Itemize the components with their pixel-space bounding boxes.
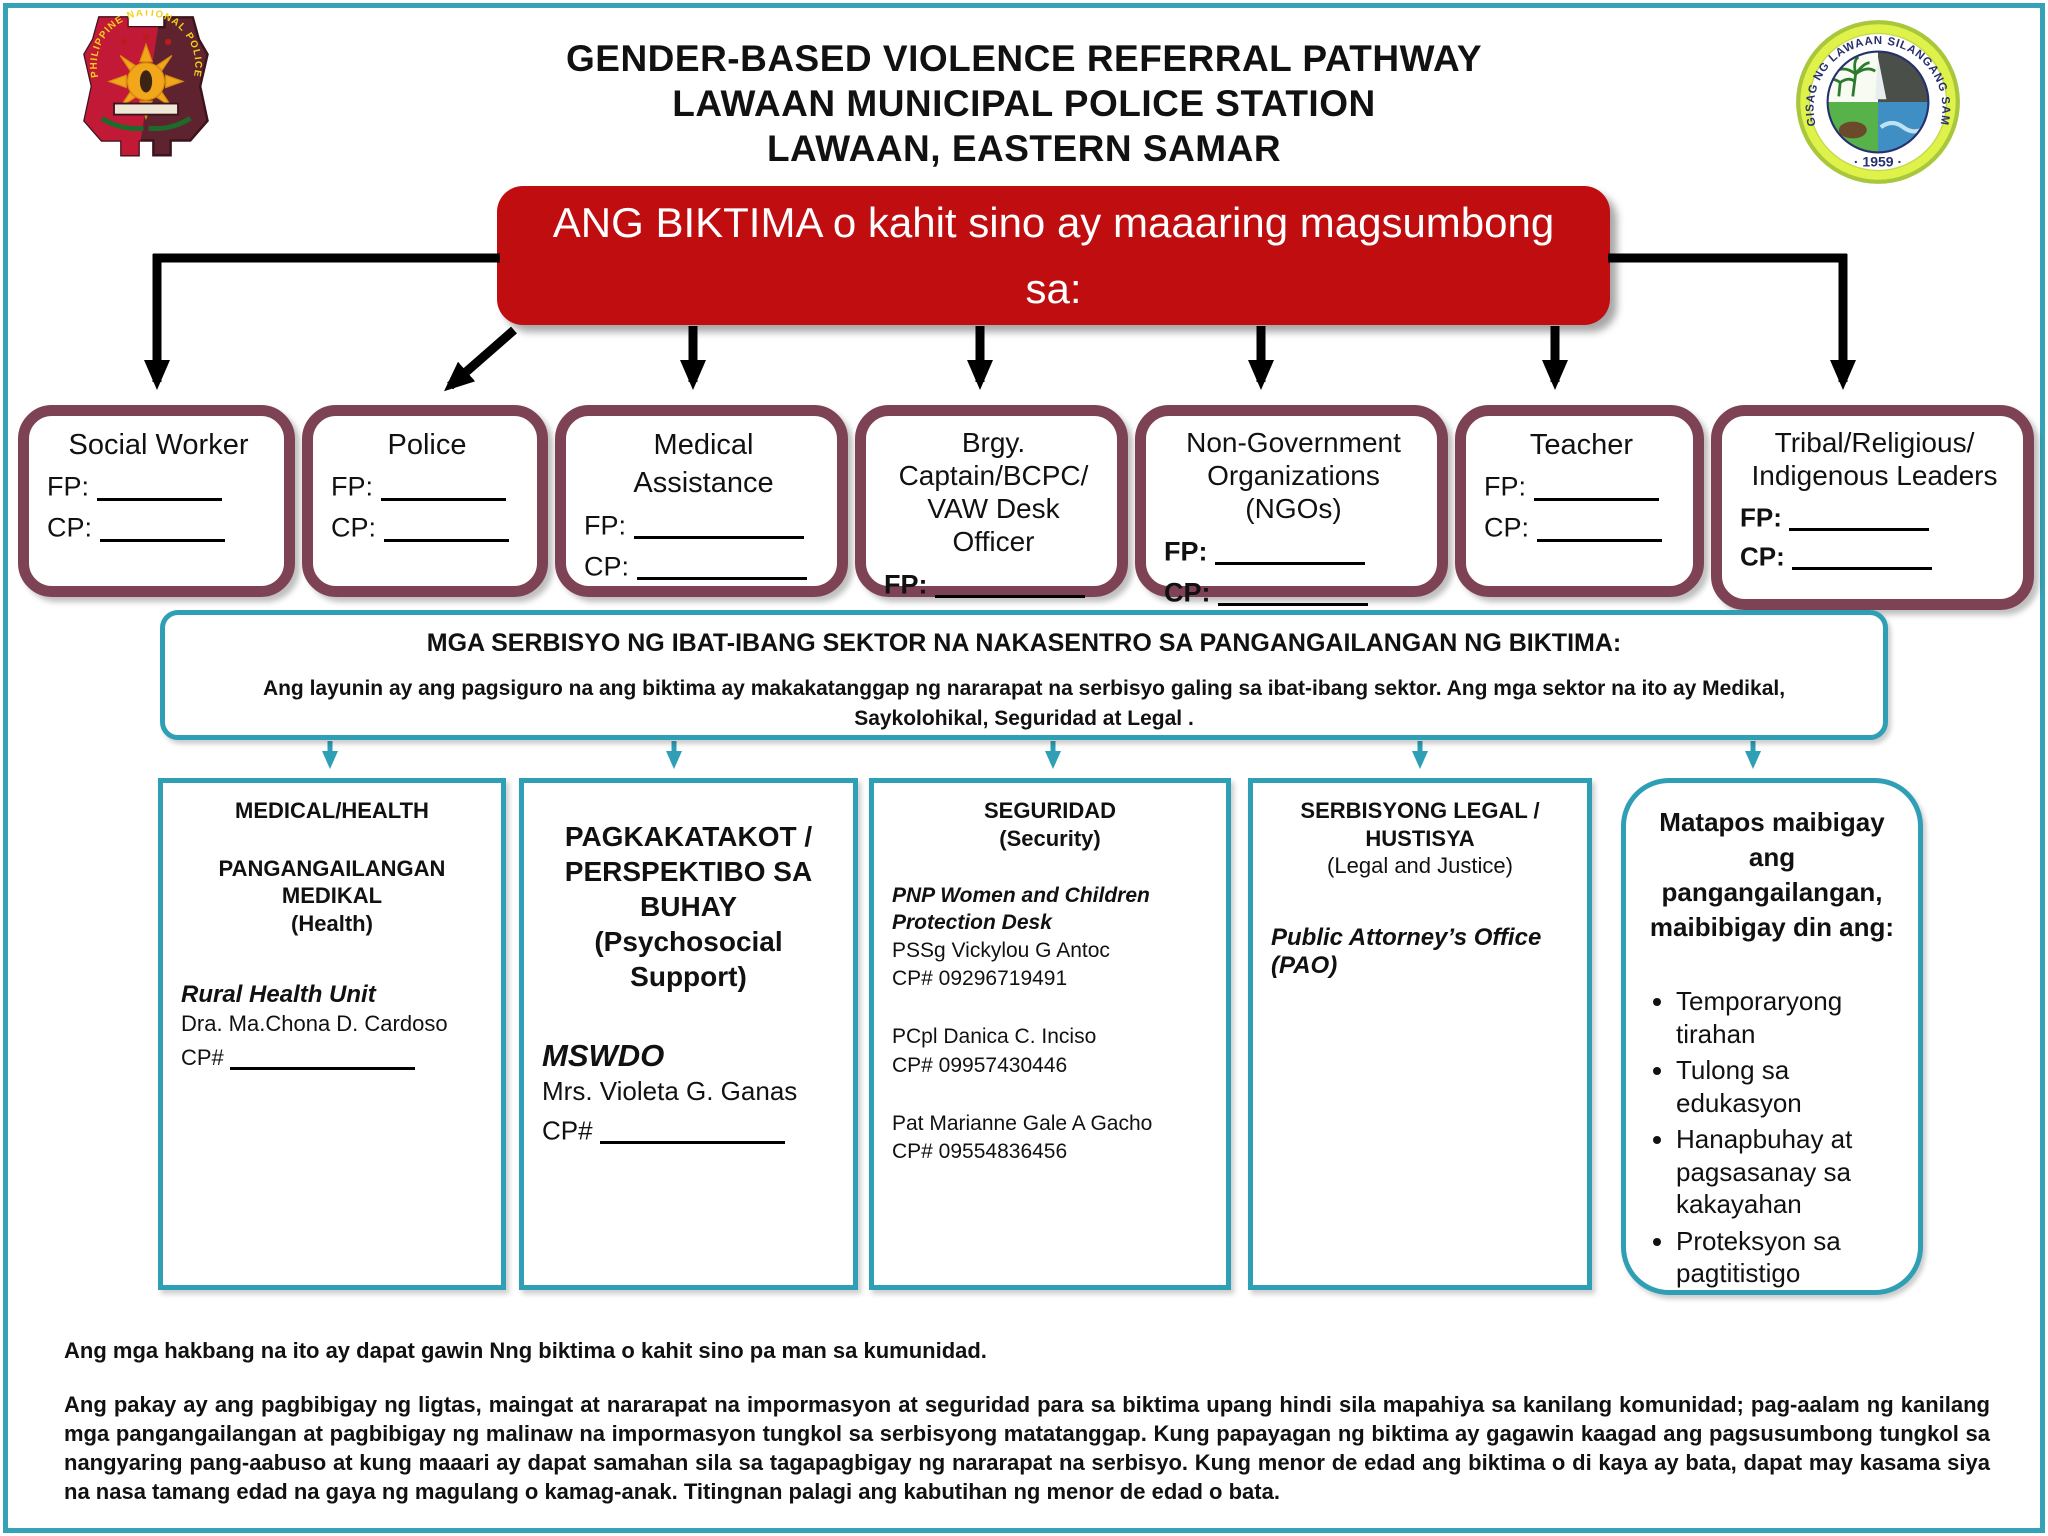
referral-title: Brgy. Captain/BCPC/ VAW Desk Officer: [898, 427, 1089, 558]
blank-line: [599, 1114, 785, 1145]
blank-line: [1792, 540, 1933, 570]
blank-line: [636, 549, 807, 580]
contact-name: Pat Marianne Gale A Gacho: [892, 1111, 1153, 1135]
services-header-box: MGA SERBISYO NG IBAT-IBANG SEKTOR NA NAK…: [160, 610, 1888, 740]
seal-year: · 1959 ·: [1854, 153, 1902, 169]
carabao: [1838, 121, 1867, 139]
referral-title: Tribal/Religious/ Indigenous Leaders: [1751, 427, 1998, 492]
blank-line: [99, 510, 225, 542]
service-heading: PAGKAKATAKOT / PERSPEKTIBO SA BUHAY: [564, 821, 813, 922]
contact-name: PCpl Danica C. Inciso: [892, 1025, 1097, 1049]
services-header-title: MGA SERBISYO NG IBAT-IBANG SEKTOR NA NAK…: [426, 629, 1622, 657]
service-heading: SERBISYONG LEGAL / HUSTISYA: [1300, 798, 1540, 851]
footer-paragraph: Ang pakay ay ang pagbibigay ng ligtas, m…: [64, 1392, 1990, 1505]
service-subheading: PANGANGAILANGAN MEDIKAL: [218, 855, 446, 909]
list-item: Temporaryong tirahan: [1676, 985, 1898, 1050]
blank-line: [633, 508, 804, 539]
referral-title: Teacher: [1529, 429, 1634, 461]
contact-name: Dra. Ma.Chona D. Cardoso: [181, 1011, 448, 1036]
municipal-seal-logo: SAGISAG NG LAWAAN SILANGANG SAMAR · 1959…: [1789, 18, 1960, 184]
org-name: Public Attorney’s Office (PAO): [1271, 923, 1542, 979]
contact-name: PSSg Vickylou G Antoc: [892, 938, 1110, 962]
service-box-security: SEGURIDAD (Security) PNP Women and Child…: [869, 778, 1231, 1290]
service-subheading2: (Psychosocial Support): [594, 926, 783, 992]
title-line-3: LAWAAN, EASTERN SAMAR: [766, 128, 1282, 170]
badge-motto-band: [113, 102, 179, 116]
service-box-psychosocial: PAGKAKATAKOT / PERSPEKTIBO SA BUHAY (Psy…: [519, 778, 858, 1290]
service-subheading2: (Health): [291, 910, 373, 936]
referral-box-brgy-captain: Brgy. Captain/BCPC/ VAW Desk Officer FP:…: [855, 405, 1128, 640]
service-heading: Matapos maibigay ang pangangailangan, ma…: [1649, 807, 1895, 943]
org-name: PNP Women and Children Protection Desk: [892, 884, 1150, 935]
list-item: Proteksyon sa pagtitistigo: [1676, 1225, 1898, 1290]
contact-cp: CP# 09554836456: [892, 1140, 1068, 1164]
blank-line: [380, 469, 506, 501]
service-heading: SEGURIDAD: [983, 798, 1116, 823]
title-line-2: LAWAAN MUNICIPAL POLICE STATION: [672, 83, 1376, 125]
badge-laurel-right: [148, 116, 192, 131]
list-item: Hanapbuhay at pagsasanay sa kakayahan: [1676, 1123, 1898, 1221]
blank-line: [1536, 510, 1662, 542]
waterfall: [1875, 57, 1887, 100]
blank-line: [935, 567, 1086, 599]
blank-line: [96, 469, 222, 501]
banner-text: ANG BIKTIMA o kahit sino ay maaaring mag…: [552, 199, 1555, 312]
blank-line: [1218, 575, 1369, 607]
referral-box-police: Police FP: CP:: [302, 405, 548, 597]
victim-report-banner: ANG BIKTIMA o kahit sino ay maaaring mag…: [497, 186, 1610, 325]
blank-line: [383, 510, 509, 542]
aftercare-list: Temporaryong tirahan Tulong sa edukasyon…: [1646, 985, 1898, 1290]
service-heading: MEDICAL/HEALTH: [235, 798, 429, 823]
referral-box-tribal-leaders: Tribal/Religious/ Indigenous Leaders FP:…: [1711, 405, 2034, 610]
footer-line-1: Ang mga hakbang na ito ay dapat gawin Nn…: [64, 1338, 987, 1363]
referral-boxes-row: Social Worker FP: CP: Police FP: CP: Med…: [18, 405, 2034, 640]
org-name: MSWDO: [542, 1038, 665, 1073]
contact-cp: CP# 09957430446: [892, 1053, 1068, 1077]
service-box-medical-health: MEDICAL/HEALTH PANGANGAILANGAN MEDIKAL (…: [158, 778, 506, 1290]
service-subheading2: (Security): [999, 825, 1101, 851]
pnp-badge-logo: PHILIPPINE NATIONAL POLICE: [83, 10, 209, 157]
list-item: Tulong sa edukasyon: [1676, 1054, 1898, 1119]
page-title: GENDER-BASED VIOLENCE REFERRAL PATHWAY L…: [0, 36, 2048, 171]
referral-title: Medical Assistance: [633, 429, 774, 500]
seal-quadrants: [1827, 51, 1929, 153]
referral-box-medical-assistance: Medical Assistance FP: CP:: [555, 405, 848, 597]
org-name: Rural Health Unit: [181, 981, 376, 1008]
service-box-legal: SERBISYONG LEGAL / HUSTISYA (Legal and J…: [1248, 778, 1592, 1290]
contact-name: Mrs. Violeta G. Ganas: [542, 1076, 798, 1106]
title-line-1: GENDER-BASED VIOLENCE REFERRAL PATHWAY: [566, 38, 1482, 79]
referral-box-social-worker: Social Worker FP: CP:: [18, 405, 295, 597]
referral-box-ngos: Non-Government Organizations (NGOs) FP: …: [1135, 405, 1448, 607]
referral-title: Social Worker: [68, 429, 249, 461]
badge-stars: [120, 33, 172, 46]
service-subheading2: (Legal and Justice): [1327, 853, 1513, 878]
contact-cp: CP# 09296719491: [892, 966, 1068, 990]
blank-line: [1789, 501, 1930, 532]
badge-laurel-left: [100, 116, 144, 131]
blank-line: [1215, 534, 1366, 566]
blank-line: [229, 1044, 415, 1070]
referral-title: Non-Government Organizations (NGOs): [1186, 427, 1401, 525]
referral-box-teacher: Teacher FP: CP:: [1455, 405, 1704, 597]
blank-line: [1533, 469, 1659, 501]
referral-title: Police: [387, 429, 467, 461]
services-header-body: Ang layunin ay ang pagsiguro na ang bikt…: [262, 677, 1786, 731]
service-box-aftercare: Matapos maibigay ang pangangailangan, ma…: [1621, 778, 1923, 1295]
